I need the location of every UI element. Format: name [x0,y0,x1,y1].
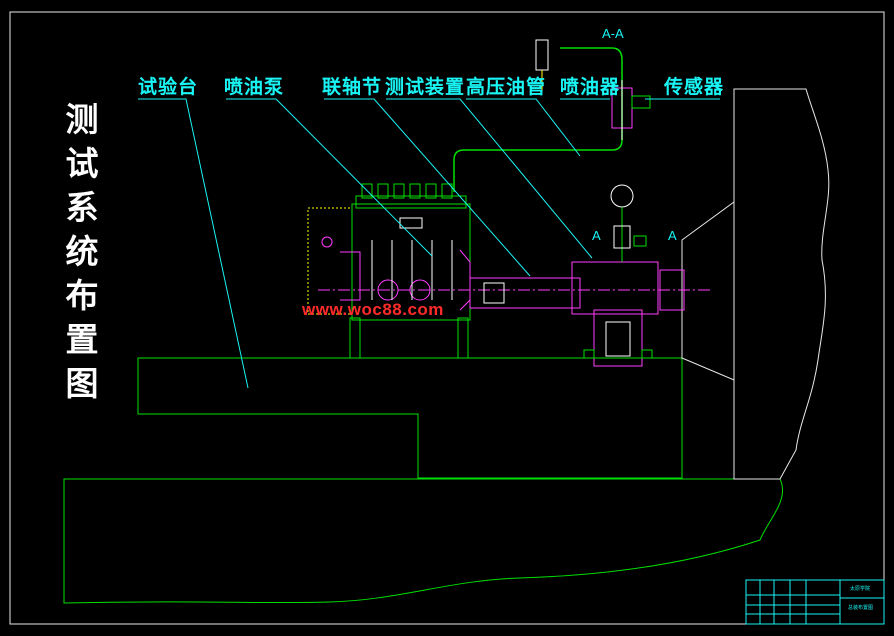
test-bench-base [63,478,783,604]
callout-sensor: 传感器 [664,76,725,98]
title-block-school: 太原学院 [850,586,871,592]
callout-high-pressure-pipe: 高压油管 [466,76,547,98]
injector-sensor-drawing [535,39,651,140]
title-block-drawing-name: 总装布置图 [848,605,874,611]
drawing-border [9,11,885,625]
pump-leg-left [349,317,361,359]
drawing-title-vertical: 测 试 系 统 布 置 图 [60,98,104,406]
section-label-left: A [592,228,601,243]
callout-injector: 喷油器 [560,76,621,98]
sensor-support [681,201,735,381]
title-block [745,579,885,625]
callout-leaders [138,98,720,389]
test-device-drawing [571,184,685,367]
test-bench-upper [137,357,683,479]
section-label-top: A-A [602,26,624,41]
title-char: 系 [65,188,99,227]
title-char: 统 [65,232,99,271]
callout-test-bench: 试验台 [138,76,199,98]
coupling-shaft-drawing [318,277,710,309]
title-char: 试 [65,144,99,183]
wall-right [733,88,830,480]
section-label-right: A [668,228,677,243]
callout-coupling: 联轴节 [322,76,383,98]
watermark: www.woc88.com [302,300,444,319]
title-char: 图 [65,364,99,403]
title-char: 置 [65,320,99,359]
high-pressure-pipe-line [453,47,623,192]
title-char: 布 [65,276,99,315]
callout-test-device: 测试装置 [385,76,466,98]
title-char: 测 [65,100,99,139]
callout-injection-pump: 喷油泵 [224,76,285,98]
pump-leg-right [457,317,469,359]
